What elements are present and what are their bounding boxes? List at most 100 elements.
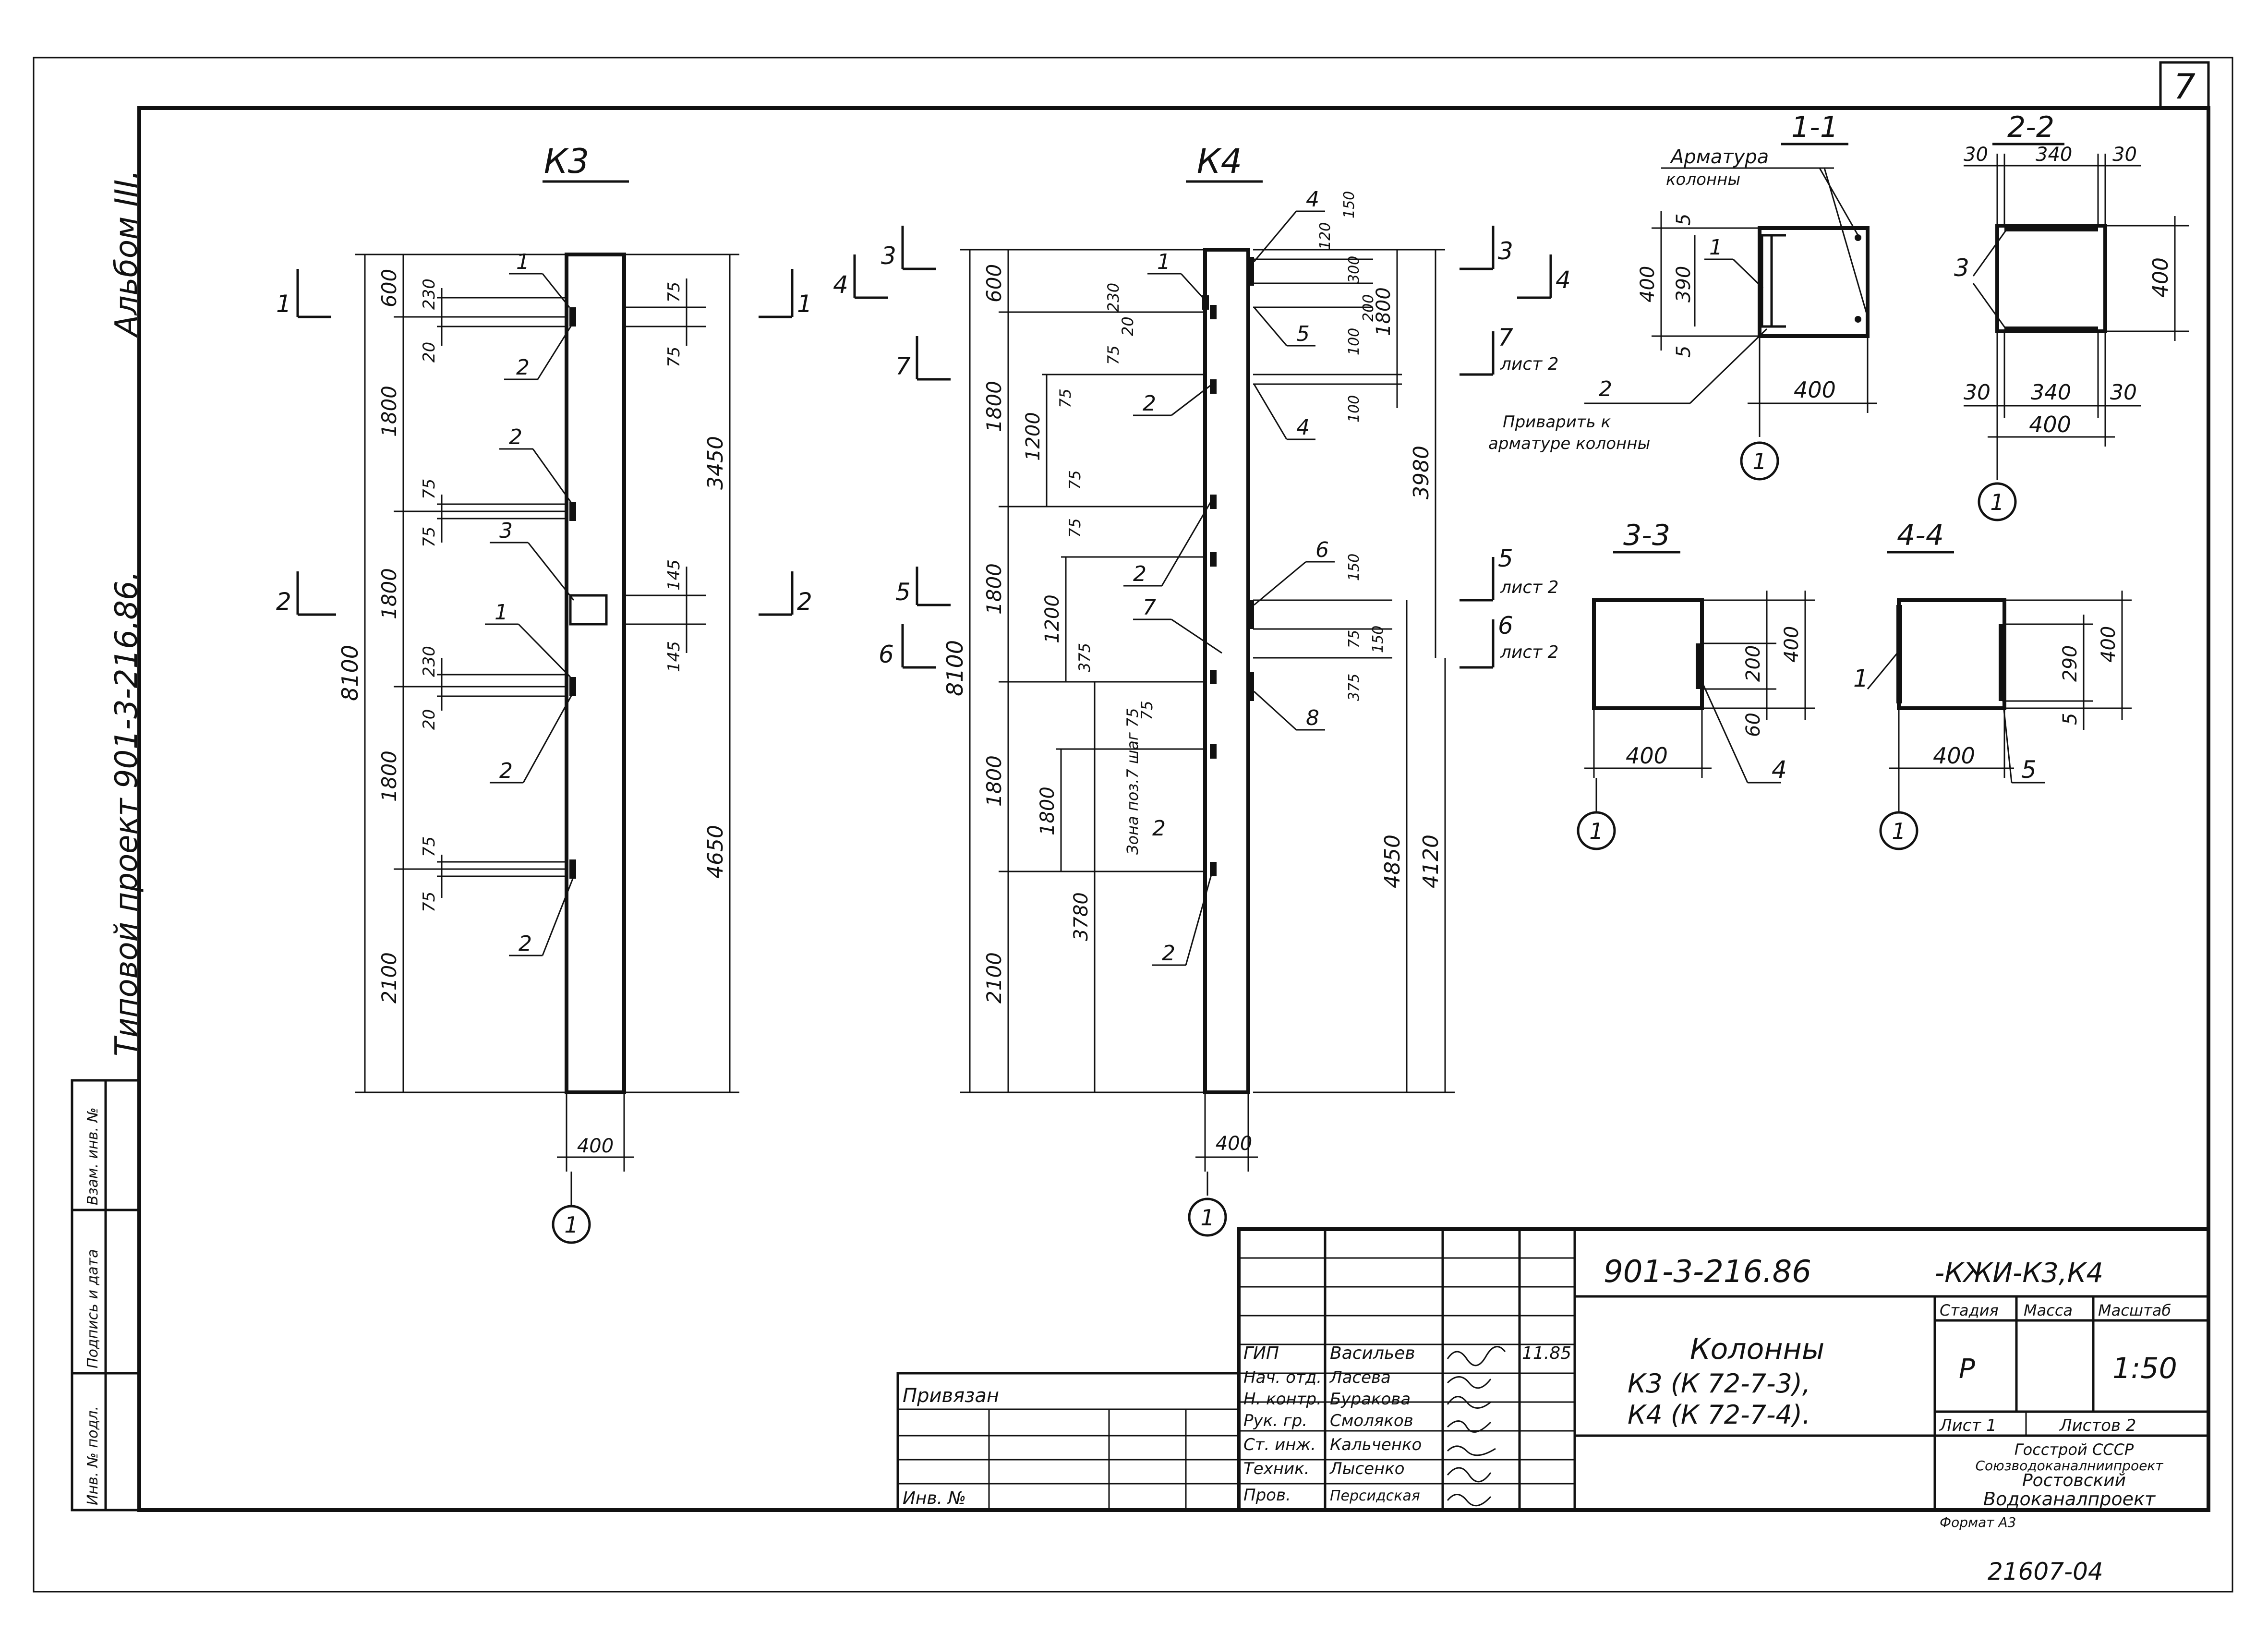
stage-value: Р — [1959, 1354, 1975, 1385]
k4-rdim-300: 300 — [1346, 256, 1363, 283]
s11-dim-400-v: 400 — [1637, 266, 1659, 302]
k4-column-body — [1203, 248, 1250, 1094]
right-mark-5-note: лист 2 — [1500, 578, 1559, 597]
k4-axis-bubble — [1188, 1197, 1227, 1237]
k3-title: К3 — [544, 142, 589, 181]
k3-rdim-75-b: 75 — [664, 347, 684, 367]
k4-zone-note: Зона поз.7 шаг 75 — [1123, 708, 1142, 855]
role-nach-otd: Нач. отд. — [1243, 1368, 1322, 1387]
s11-dim-390: 390 — [1673, 266, 1695, 302]
s33-leader-4: 4 — [1772, 756, 1787, 784]
k3-section-1-right: 1 — [797, 290, 812, 318]
k4-leader-4-mid: 4 — [1296, 415, 1310, 440]
s11-title: 1-1 — [1791, 110, 1838, 144]
k4-dim-3980: 3980 — [1409, 446, 1434, 499]
inv-label: Инв. № — [903, 1488, 966, 1508]
k3-seg-1800-a: 1800 — [377, 386, 401, 437]
s44-plate-right — [1999, 624, 2004, 701]
sheet-number-box — [2159, 61, 2210, 109]
signatures — [1447, 1346, 1506, 1507]
s33-axis-bubble — [1577, 811, 1616, 850]
right-mark-7-note: лист 2 — [1500, 354, 1559, 374]
k3-dim-230-b: 230 — [420, 646, 439, 677]
stamp-signature-date: Подпись и дата — [84, 1249, 101, 1369]
k3-leader-3: 3 — [499, 519, 513, 543]
s22-axis-bubble — [1978, 482, 2017, 521]
k4-leader-2-d: 2 — [1162, 941, 1175, 966]
k3-leader-2-b: 2 — [509, 425, 522, 449]
name-laseva: Ласева — [1329, 1368, 1391, 1387]
k4-leader-1: 1 — [1157, 250, 1170, 274]
s11-weld-note-1: Приварить к — [1503, 412, 1611, 432]
s11-leader-2: 2 — [1599, 377, 1612, 401]
k4-leader-2-b: 2 — [1133, 562, 1146, 586]
org-vodokanal: Водоканалпроект — [1983, 1488, 2156, 1510]
k4-axis-label: 1 — [1200, 1205, 1214, 1231]
k3-plate-3 — [569, 594, 608, 626]
right-mark-3: 3 — [1498, 237, 1513, 265]
k4-seg-2100: 2100 — [982, 952, 1006, 1004]
right-mark-4: 4 — [1556, 266, 1571, 294]
stamp-inv-podl: Инв. № подл. — [84, 1406, 101, 1505]
right-mark-6-note: лист 2 — [1500, 642, 1559, 662]
k4-seg-600: 600 — [982, 264, 1006, 302]
k3-dim-75-a: 75 — [420, 479, 439, 499]
s11-rebar-note-1: Арматура — [1669, 146, 1769, 168]
s11-dim-400-h: 400 — [1794, 377, 1836, 403]
k4-seg-1800-a: 1800 — [982, 381, 1006, 432]
k4-ldim-375: 375 — [1075, 643, 1094, 672]
mass-header: Масса — [2024, 1301, 2073, 1319]
k4-rdim-150-a: 150 — [1341, 191, 1358, 218]
k4-ldim-75-d: 75 — [1066, 518, 1084, 538]
right-mark-6: 6 — [1498, 612, 1513, 640]
s44-title: 4-4 — [1897, 519, 1944, 552]
s33-width-400: 400 — [1626, 743, 1668, 769]
k3-leader-1-mid: 1 — [495, 600, 508, 625]
drawing-name-2: К3 (К 72-7-3), — [1628, 1368, 1810, 1399]
s33-dim-400-v: 400 — [1781, 626, 1803, 663]
album-label: Альбом III. — [109, 169, 145, 338]
archive-number: 21607-04 — [1988, 1558, 2103, 1585]
k3-dim-230-a: 230 — [420, 278, 439, 310]
s22-leader-3: 3 — [1954, 254, 1969, 282]
sheet-label: Лист 1 — [1939, 1416, 1997, 1435]
k4-ldim-75-a: 75 — [1104, 345, 1122, 365]
k3-dim-4650: 4650 — [703, 825, 728, 879]
format-label: Формат А3 — [1940, 1514, 2016, 1530]
k4-ldim-230: 230 — [1104, 283, 1122, 312]
k3-section-2-left: 2 — [276, 588, 291, 616]
s22-top-340: 340 — [2036, 144, 2072, 166]
s33-plate — [1696, 643, 1702, 689]
role-st-inzh: Ст. инж. — [1243, 1435, 1316, 1454]
k4-total-height: 8100 — [942, 640, 968, 696]
s22-top-30-a: 30 — [1964, 144, 1988, 166]
s22-bot-340: 340 — [2031, 380, 2071, 405]
s22-top-30-b: 30 — [2112, 144, 2137, 166]
s11-axis-bubble — [1740, 441, 1779, 481]
column-k3-elevation: К3 8100 600 1800 1800 1800 2100 230 20 — [276, 142, 812, 1244]
s22-height-400: 400 — [2148, 257, 2173, 298]
k3-dim-3450: 3450 — [703, 436, 728, 490]
k3-rdim-145-a: 145 — [664, 559, 684, 591]
outer-frame — [33, 57, 2233, 1593]
s44-axis-bubble — [1879, 811, 1918, 850]
k3-seg-1800-b: 1800 — [377, 568, 401, 619]
name-vasiliev: Васильев — [1330, 1343, 1415, 1363]
k4-seg-1800-c: 1800 — [982, 755, 1006, 807]
project-code: 901-3-216.86 — [1604, 1254, 1811, 1290]
s22-plate-bot — [2004, 327, 2098, 332]
k4-leader-5: 5 — [1296, 322, 1310, 346]
k3-seg-600: 600 — [377, 269, 401, 307]
k4-section-3-left: 3 — [881, 242, 896, 270]
k3-leader-2-a: 2 — [516, 355, 530, 380]
s22-title: 2-2 — [2007, 110, 2054, 144]
k3-dim-20-b: 20 — [420, 709, 439, 730]
k4-rdim-150-c: 150 — [1370, 626, 1387, 653]
s44-column-outline — [1897, 598, 2006, 710]
section-2-2: 2-2 30 340 30 30 340 30 400 400 3 1 — [1954, 110, 2189, 521]
k4-section-6-left: 6 — [879, 641, 894, 668]
right-mark-7: 7 — [1498, 324, 1513, 351]
k3-column-body — [565, 253, 626, 1094]
k4-dim-4850: 4850 — [1380, 835, 1405, 888]
